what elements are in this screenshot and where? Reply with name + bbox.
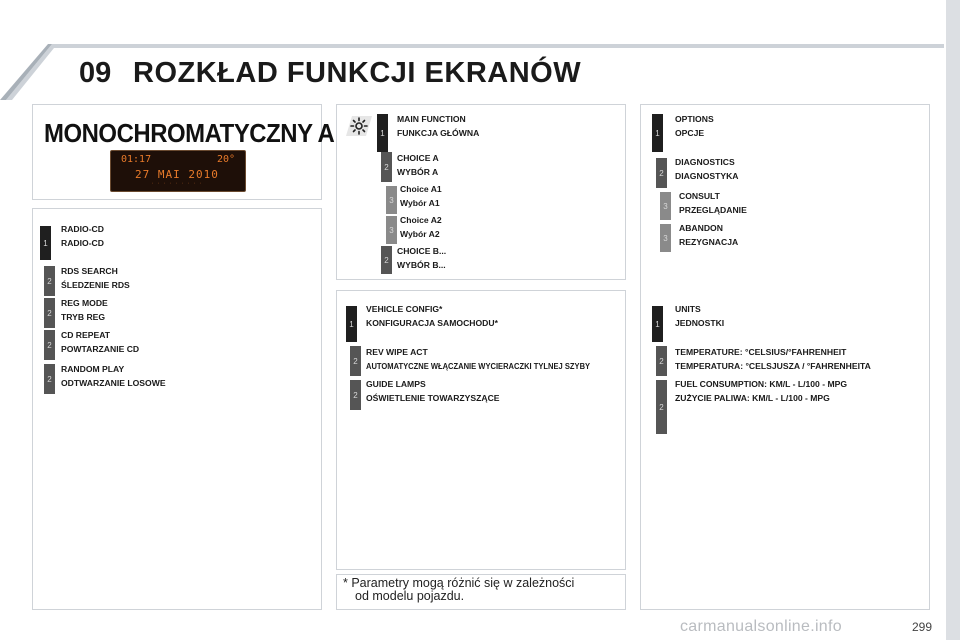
display-type-title: MONOCHROMATYCZNY A — [44, 118, 335, 148]
chapter-header-band — [0, 44, 944, 100]
monochrome-display-image: 01:17 20° 27 MAI 2010 · · · · · · · · · — [110, 150, 246, 192]
vehicle-config-panel — [336, 290, 626, 570]
level-marker: 2 — [656, 158, 667, 188]
note-panel — [336, 574, 626, 610]
options-panel — [640, 104, 930, 610]
level-marker: 2 — [44, 298, 55, 328]
level-marker: 1 — [377, 114, 388, 152]
rev-wipe-act-translation: AUTOMATYCZNE WŁĄCZANIE WYCIERACZKI TYLNE… — [366, 361, 591, 371]
menu-item-choice-b: CHOICE B...WYBÓR B... — [397, 246, 447, 270]
level-marker: 1 — [652, 114, 663, 152]
display-time: 01:17 — [121, 154, 152, 165]
display-date: 27 MAI 2010 — [135, 168, 219, 181]
chapter-number: 09 — [79, 57, 112, 89]
page-number: 299 — [911, 620, 932, 634]
menu-item-rev-wipe-act: REV WIPE ACT AUTOMATYCZNE WŁĄCZANIE WYCI… — [366, 347, 591, 371]
level-marker: 2 — [656, 346, 667, 376]
watermark-text: carmanualsonline.info — [680, 618, 842, 635]
level-marker: 2 — [656, 380, 667, 434]
page-title: ROZKŁAD FUNKCJI EKRANÓW — [133, 57, 582, 89]
level-marker: 2 — [44, 266, 55, 296]
level-marker: 2 — [381, 246, 392, 274]
level-marker: 2 — [44, 364, 55, 394]
level-marker: 3 — [660, 192, 671, 220]
level-marker: 2 — [44, 330, 55, 360]
level-marker: 2 — [350, 380, 361, 410]
display-indicators: · · · · · · · · · — [151, 181, 203, 187]
level-marker: 1 — [346, 306, 357, 342]
footnote: * Parametry mogą różnić się w zależności… — [343, 576, 575, 603]
level-marker: 3 — [386, 186, 397, 214]
level-marker: 2 — [350, 346, 361, 376]
level-marker: 1 — [40, 226, 51, 260]
level-marker: 2 — [381, 152, 392, 182]
level-marker: 3 — [386, 216, 397, 244]
fan-icon — [346, 116, 372, 136]
page-edge-tab — [946, 0, 960, 640]
level-marker: 3 — [660, 224, 671, 252]
display-temperature: 20° — [217, 154, 236, 165]
radio-panel — [32, 208, 322, 610]
menu-item-vehicle-config: VEHICLE CONFIG*KONFIGURACJA SAMOCHODU* — [366, 304, 498, 328]
level-marker: 1 — [652, 306, 663, 342]
